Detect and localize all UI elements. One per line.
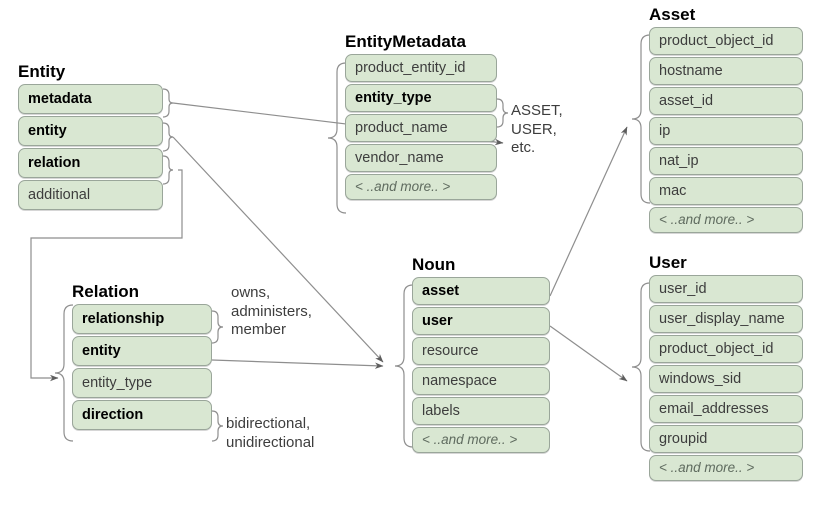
bracket-asset-group	[631, 34, 651, 204]
group-relation: Relation relationship entity entity_type…	[72, 282, 212, 432]
field-asset-mac[interactable]: mac	[649, 177, 803, 205]
group-relation-title: Relation	[72, 282, 140, 301]
group-user-title: User	[649, 253, 687, 272]
field-relation-entity[interactable]: entity	[72, 336, 212, 366]
group-entity-metadata-rows: product_entity_id entity_type product_na…	[345, 54, 497, 200]
field-noun-labels[interactable]: labels	[412, 397, 550, 425]
field-em-vendor-name[interactable]: vendor_name	[345, 144, 497, 172]
field-asset-ip[interactable]: ip	[649, 117, 803, 145]
field-noun-namespace[interactable]: namespace	[412, 367, 550, 395]
group-asset-rows: product_object_id hostname asset_id ip n…	[649, 27, 803, 233]
field-entity-metadata[interactable]: metadata	[18, 84, 163, 114]
bracket-entitytype-values	[496, 98, 509, 128]
group-entity-metadata-title: EntityMetadata	[345, 32, 466, 51]
field-relation-entity-type[interactable]: entity_type	[72, 368, 212, 398]
bracket-entity-relation-row	[162, 155, 174, 185]
field-relation-relationship[interactable]: relationship	[72, 304, 212, 334]
field-em-entity-type[interactable]: entity_type	[345, 84, 497, 112]
note-direction-values: bidirectional, unidirectional	[226, 415, 315, 451]
field-user-and-more[interactable]: < ..and more.. >	[649, 455, 803, 481]
group-noun-title: Noun	[412, 255, 456, 274]
field-entity-relation[interactable]: relation	[18, 148, 163, 178]
field-user-product-object-id[interactable]: product_object_id	[649, 335, 803, 363]
group-relation-rows: relationship entity entity_type directio…	[72, 304, 212, 430]
note-relationship-values: owns, administers, member	[231, 284, 312, 338]
group-entity-rows: metadata entity relation additional	[18, 84, 163, 210]
field-relation-direction[interactable]: direction	[72, 400, 212, 430]
group-entity-metadata: EntityMetadata product_entity_id entity_…	[345, 32, 497, 202]
bracket-relationship-values	[211, 310, 224, 344]
field-em-and-more[interactable]: < ..and more.. >	[345, 174, 497, 200]
field-asset-product-object-id[interactable]: product_object_id	[649, 27, 803, 55]
field-noun-resource[interactable]: resource	[412, 337, 550, 365]
bracket-user-group	[631, 282, 651, 452]
bracket-relation-group	[54, 304, 74, 442]
field-user-windows-sid[interactable]: windows_sid	[649, 365, 803, 393]
note-entity-type-values: ASSET, USER, etc.	[511, 102, 563, 156]
group-user-rows: user_id user_display_name product_object…	[649, 275, 803, 481]
field-user-user-id[interactable]: user_id	[649, 275, 803, 303]
arrow-relationentity-to-noun	[211, 359, 384, 369]
group-entity-title: Entity	[18, 62, 66, 81]
group-entity: Entity metadata entity relation addition…	[18, 62, 163, 212]
field-em-product-name[interactable]: product_name	[345, 114, 497, 142]
bracket-entitymetadata-group	[327, 62, 347, 214]
group-asset: Asset product_object_id hostname asset_i…	[649, 5, 803, 235]
field-asset-nat-ip[interactable]: nat_ip	[649, 147, 803, 175]
field-user-user-display-name[interactable]: user_display_name	[649, 305, 803, 333]
field-noun-and-more[interactable]: < ..and more.. >	[412, 427, 550, 453]
field-asset-and-more[interactable]: < ..and more.. >	[649, 207, 803, 233]
field-user-email-addresses[interactable]: email_addresses	[649, 395, 803, 423]
field-noun-asset[interactable]: asset	[412, 277, 550, 305]
field-asset-hostname[interactable]: hostname	[649, 57, 803, 85]
field-em-product-entity-id[interactable]: product_entity_id	[345, 54, 497, 82]
bracket-entity-entity-row	[162, 122, 174, 152]
bracket-entity-metadata-row	[162, 88, 174, 118]
group-asset-title: Asset	[649, 5, 696, 24]
field-entity-entity[interactable]: entity	[18, 116, 163, 146]
arrow-noun-user-to-user	[549, 325, 628, 382]
group-noun-rows: asset user resource namespace labels < .…	[412, 277, 550, 453]
field-user-groupid[interactable]: groupid	[649, 425, 803, 453]
field-asset-asset-id[interactable]: asset_id	[649, 87, 803, 115]
bracket-direction-values	[211, 410, 224, 442]
field-entity-additional[interactable]: additional	[18, 180, 163, 210]
group-user: User user_id user_display_name product_o…	[649, 253, 803, 483]
group-noun: Noun asset user resource namespace label…	[412, 255, 550, 455]
bracket-noun-group	[394, 284, 414, 448]
field-noun-user[interactable]: user	[412, 307, 550, 335]
